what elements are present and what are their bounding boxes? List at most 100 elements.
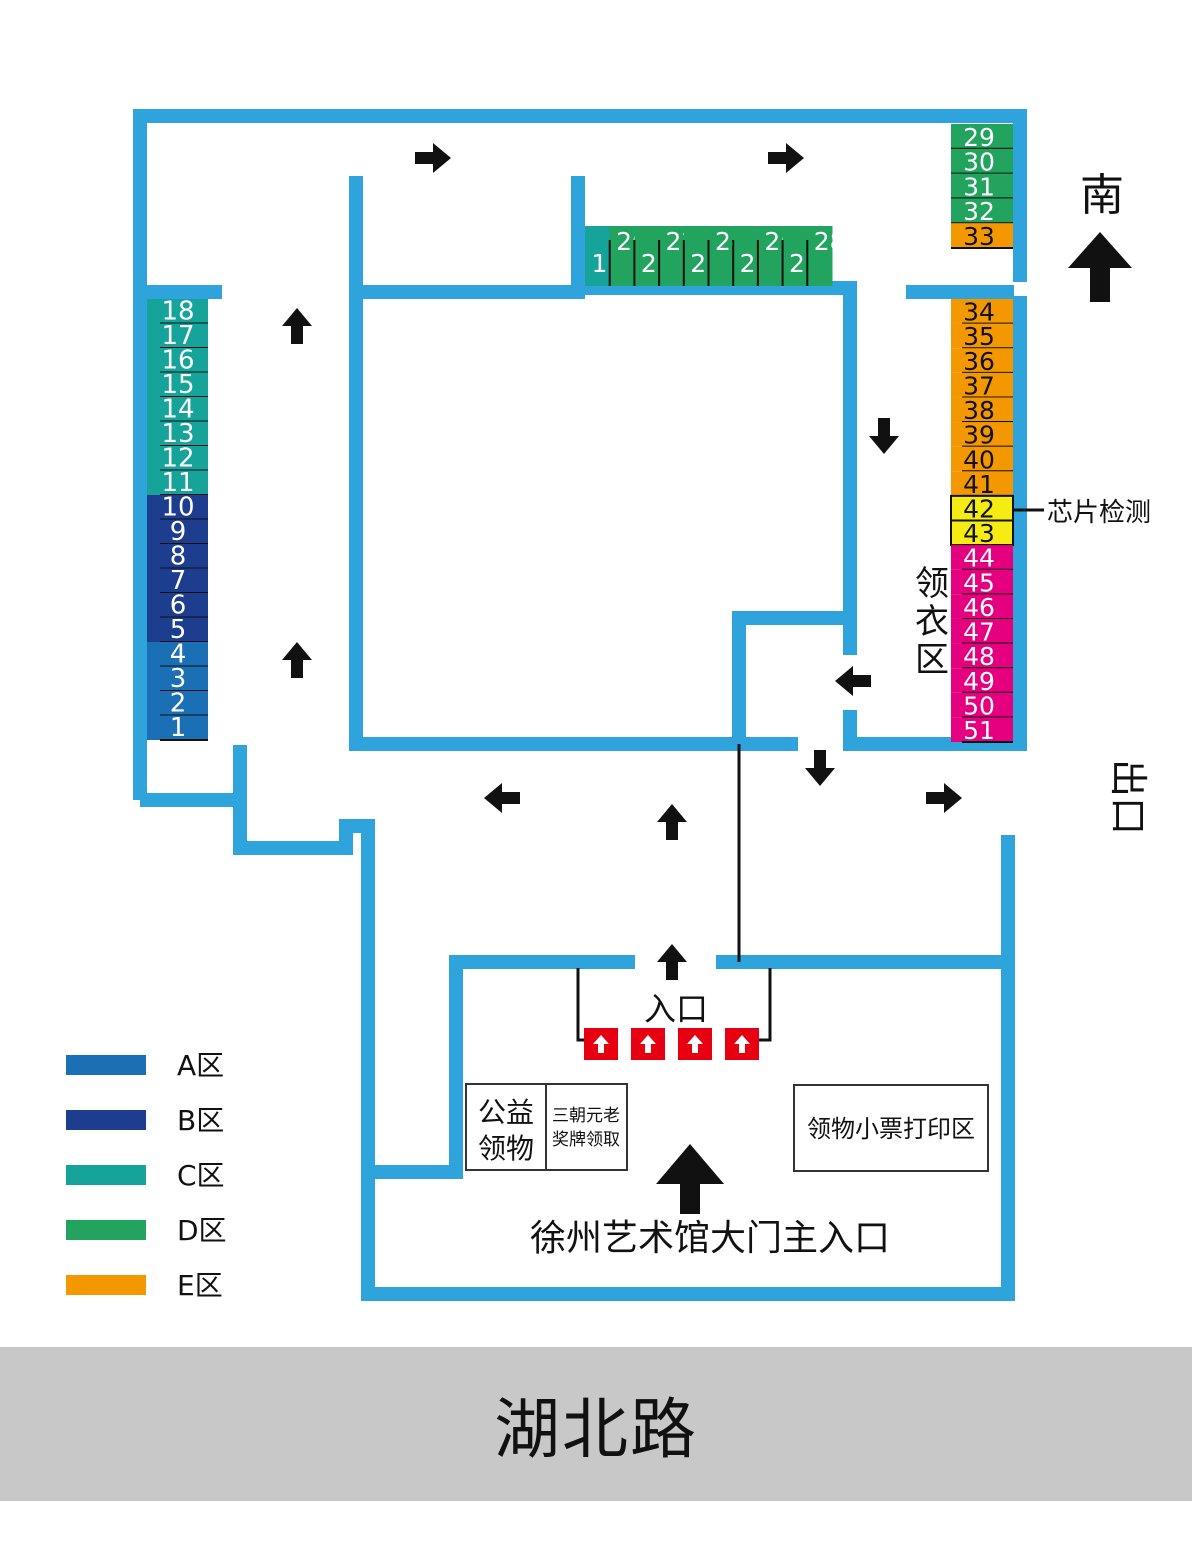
wall-inner-notch — [732, 611, 850, 744]
booth-33 — [951, 223, 1013, 248]
legend-label: D区 — [177, 1214, 227, 1247]
arrow-down-icon — [805, 750, 835, 786]
booth-number: 2 — [170, 689, 187, 719]
legend-label: B区 — [177, 1104, 224, 1137]
booth-number: 39 — [963, 421, 995, 450]
arrow-up-icon — [657, 944, 687, 980]
ticket-print-box: 领物小票打印区 — [793, 1084, 989, 1172]
booth-49 — [951, 668, 1013, 693]
road-band: 湖北路 — [0, 1347, 1192, 1501]
booth-number: 17 — [161, 321, 194, 351]
walls — [133, 109, 1027, 1301]
ticket-print-label: 领物小票打印区 — [807, 1115, 975, 1143]
gate-arrow-icon — [734, 1035, 750, 1053]
booth-50 — [951, 692, 1013, 718]
booth-number: 48 — [963, 642, 995, 671]
booth-5 — [147, 617, 208, 642]
booth-number: 9 — [170, 517, 187, 547]
booth-30 — [951, 148, 1013, 174]
booth-number: 43 — [963, 519, 995, 548]
chip-check-label: 芯片检测 — [1047, 498, 1151, 528]
booth-number: 32 — [963, 197, 995, 226]
wall-right-lower — [843, 296, 1027, 751]
booth-26 — [757, 226, 784, 286]
booth-number: 18 — [161, 297, 194, 327]
main-entrance-label: 徐州艺术馆大门主入口 — [530, 1218, 890, 1259]
booth-number: 28 — [814, 227, 846, 256]
booth-34 — [951, 299, 1013, 324]
booth-13 — [147, 421, 208, 446]
booth-14 — [147, 397, 208, 422]
booth-number: 4 — [170, 640, 187, 670]
booth-number: 5 — [170, 615, 187, 645]
booth-32 — [951, 198, 1013, 224]
gate-arrow-icon — [687, 1035, 703, 1053]
booth-number: 47 — [963, 618, 995, 647]
booth-16 — [147, 348, 208, 373]
legend-swatch — [66, 1220, 146, 1240]
main-entrance-arrow-icon — [656, 1144, 724, 1214]
svg-text:领物: 领物 — [478, 1132, 534, 1165]
booth-23 — [683, 226, 709, 286]
booth-19 — [585, 226, 611, 286]
booth-21 — [634, 226, 660, 286]
booth-51 — [951, 717, 1013, 742]
booth-40 — [951, 446, 1013, 472]
booth-28 — [807, 226, 833, 286]
booth-number: 30 — [963, 148, 995, 177]
booth-1 — [147, 715, 208, 740]
wall-left-step — [233, 800, 1015, 1301]
booth-45 — [951, 569, 1013, 595]
booth-10 — [147, 495, 208, 520]
booth-31 — [951, 173, 1013, 199]
booth-35 — [951, 323, 1013, 349]
booth-number: 15 — [161, 370, 194, 400]
booth-46 — [951, 594, 1013, 619]
booth-12 — [147, 446, 208, 471]
booth-number: 10 — [161, 493, 194, 523]
booth-11 — [147, 470, 208, 495]
booth-7 — [147, 568, 208, 593]
legend-swatch — [66, 1275, 146, 1295]
medal-pickup-box: 三朝元老 奖牌领取 — [545, 1083, 628, 1171]
booth-number: 36 — [963, 347, 995, 376]
legend-label: A区 — [177, 1049, 224, 1082]
booth-4 — [147, 642, 208, 667]
booth-43 — [950, 519, 1014, 547]
booth-38 — [951, 397, 1013, 423]
booth-17 — [147, 323, 208, 348]
svg-text:三朝元老: 三朝元老 — [552, 1106, 620, 1126]
booth-number: 8 — [170, 542, 187, 572]
arrow-left-icon — [484, 783, 520, 813]
wall-inner-top — [356, 176, 585, 299]
clothing-area-label: 领衣区 — [915, 564, 949, 680]
entrance-gates — [584, 1028, 759, 1060]
booth-number: 51 — [963, 716, 995, 745]
booth-39 — [951, 422, 1013, 447]
booth-6 — [147, 593, 208, 618]
arrow-left-icon — [835, 666, 871, 696]
exit-label: 出口 — [1106, 759, 1150, 835]
booth-number: 12 — [161, 444, 194, 474]
south-label: 南 — [1080, 170, 1124, 221]
booth-42 — [950, 494, 1014, 522]
wall-outer-top — [133, 109, 1027, 800]
booth-number: 11 — [161, 468, 194, 498]
arrow-right-icon — [415, 143, 451, 173]
booth-number: 16 — [161, 346, 194, 376]
booth-47 — [951, 618, 1013, 644]
booth-20 — [609, 226, 635, 286]
svg-text:公益: 公益 — [478, 1096, 534, 1129]
road-label: 湖北路 — [494, 1391, 698, 1468]
booth-number: 50 — [963, 691, 995, 720]
wall-left-lower — [140, 745, 247, 807]
booth-number: 40 — [963, 445, 995, 474]
booth-number: 37 — [963, 371, 995, 400]
arrow-right-icon — [926, 783, 962, 813]
booth-41 — [951, 471, 1013, 496]
arrow-down-icon — [869, 418, 899, 454]
wall-lower-room — [374, 955, 635, 1179]
